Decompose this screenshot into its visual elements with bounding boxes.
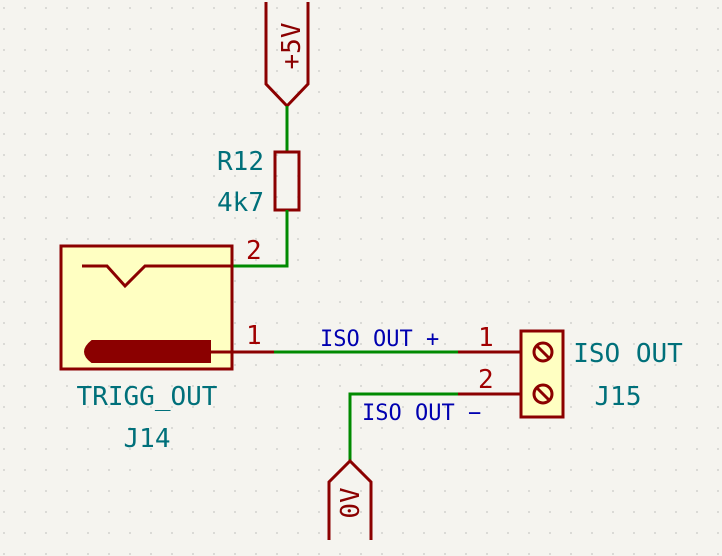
net-label-iso-out-plus: ISO OUT + xyxy=(320,327,439,352)
net-label-iso-out-minus: ISO OUT − xyxy=(362,401,481,426)
screw-icon xyxy=(532,341,554,363)
terminal-j15-pin1-number: 1 xyxy=(478,323,494,353)
jack-j14-pin1-number: 1 xyxy=(246,321,262,351)
terminal-j15[interactable]: 1 2 ISO OUT J15 xyxy=(458,323,683,419)
terminal-j15-reference: J15 xyxy=(595,382,642,412)
power-flag-plus5v-label: +5V xyxy=(277,23,307,70)
power-flag-plus5v[interactable]: +5V xyxy=(264,2,310,109)
wire-iso-out-minus[interactable] xyxy=(348,392,458,461)
power-flag-0v[interactable]: 0V xyxy=(327,458,373,540)
jack-j14[interactable]: 2 1 TRIGG_OUT J14 xyxy=(59,236,274,454)
screw-icon xyxy=(532,383,554,405)
wire-r12-to-j14-pin2[interactable] xyxy=(232,210,289,268)
resistor-r12[interactable]: R12 4k7 xyxy=(217,147,301,218)
jack-j14-switch-contact xyxy=(82,264,232,289)
power-flag-0v-label: 0V xyxy=(336,487,366,518)
resistor-r12-reference: R12 xyxy=(217,147,264,177)
terminal-j15-value: ISO OUT xyxy=(573,339,683,369)
jack-j14-pin2-number: 2 xyxy=(246,236,262,266)
terminal-j15-pin2-number: 2 xyxy=(478,365,494,395)
resistor-r12-body xyxy=(273,150,301,212)
jack-j14-sleeve xyxy=(84,340,211,363)
jack-j14-reference: J14 xyxy=(124,424,171,454)
resistor-r12-value: 4k7 xyxy=(217,188,264,218)
jack-j14-value: TRIGG_OUT xyxy=(77,382,218,412)
